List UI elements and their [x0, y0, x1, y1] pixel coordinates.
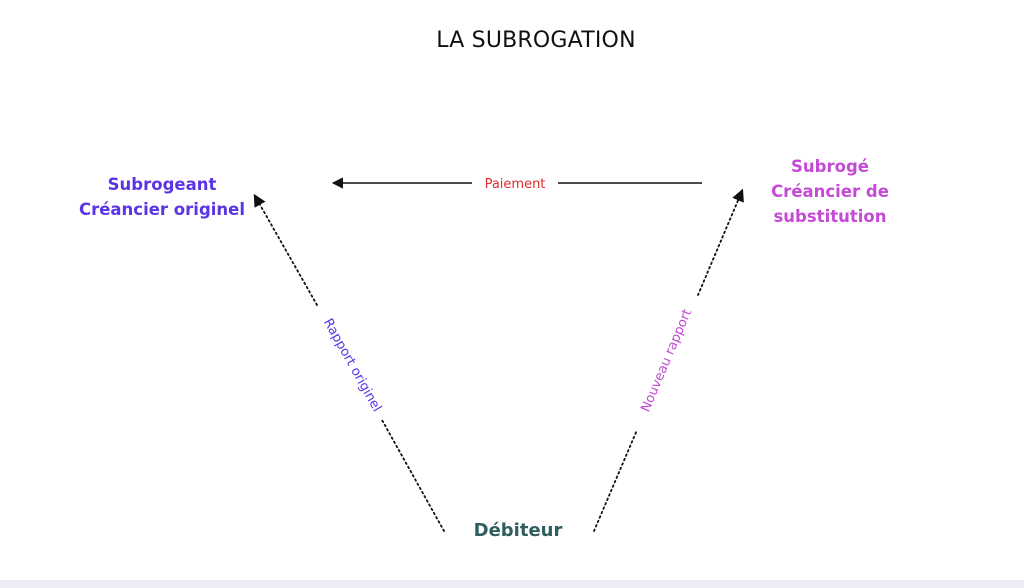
edge-nouveau-rapport-line-lower — [593, 429, 638, 532]
edge-nouveau-rapport-label: Nouveau rapport — [638, 307, 695, 414]
diagram-title: LA SUBROGATION — [436, 28, 636, 53]
node-subroge: Subrogé Créancier de substitution — [745, 154, 915, 229]
node-subrogeant: Subrogeant Créancier originel — [62, 172, 262, 222]
node-subrogeant-line-1: Subrogeant — [107, 175, 217, 194]
node-subroge-line-3: substitution — [773, 207, 887, 226]
edge-rapport-originel-line-lower — [381, 419, 445, 532]
edge-rapport-originel-label: Rapport originel — [320, 316, 384, 414]
node-debiteur-label: Débiteur — [473, 520, 563, 541]
node-subroge-line-1: Subrogé — [791, 157, 869, 176]
node-debiteur: Débiteur — [450, 518, 586, 543]
bottom-band — [0, 580, 1024, 588]
edge-rapport-originel-line-upper — [253, 193, 318, 306]
edge-paiement-label: Paiement — [485, 177, 546, 192]
node-subrogeant-line-2: Créancier originel — [78, 200, 245, 219]
edge-nouveau-rapport-line-upper — [697, 188, 744, 296]
node-subroge-line-2: Créancier de — [771, 182, 889, 201]
